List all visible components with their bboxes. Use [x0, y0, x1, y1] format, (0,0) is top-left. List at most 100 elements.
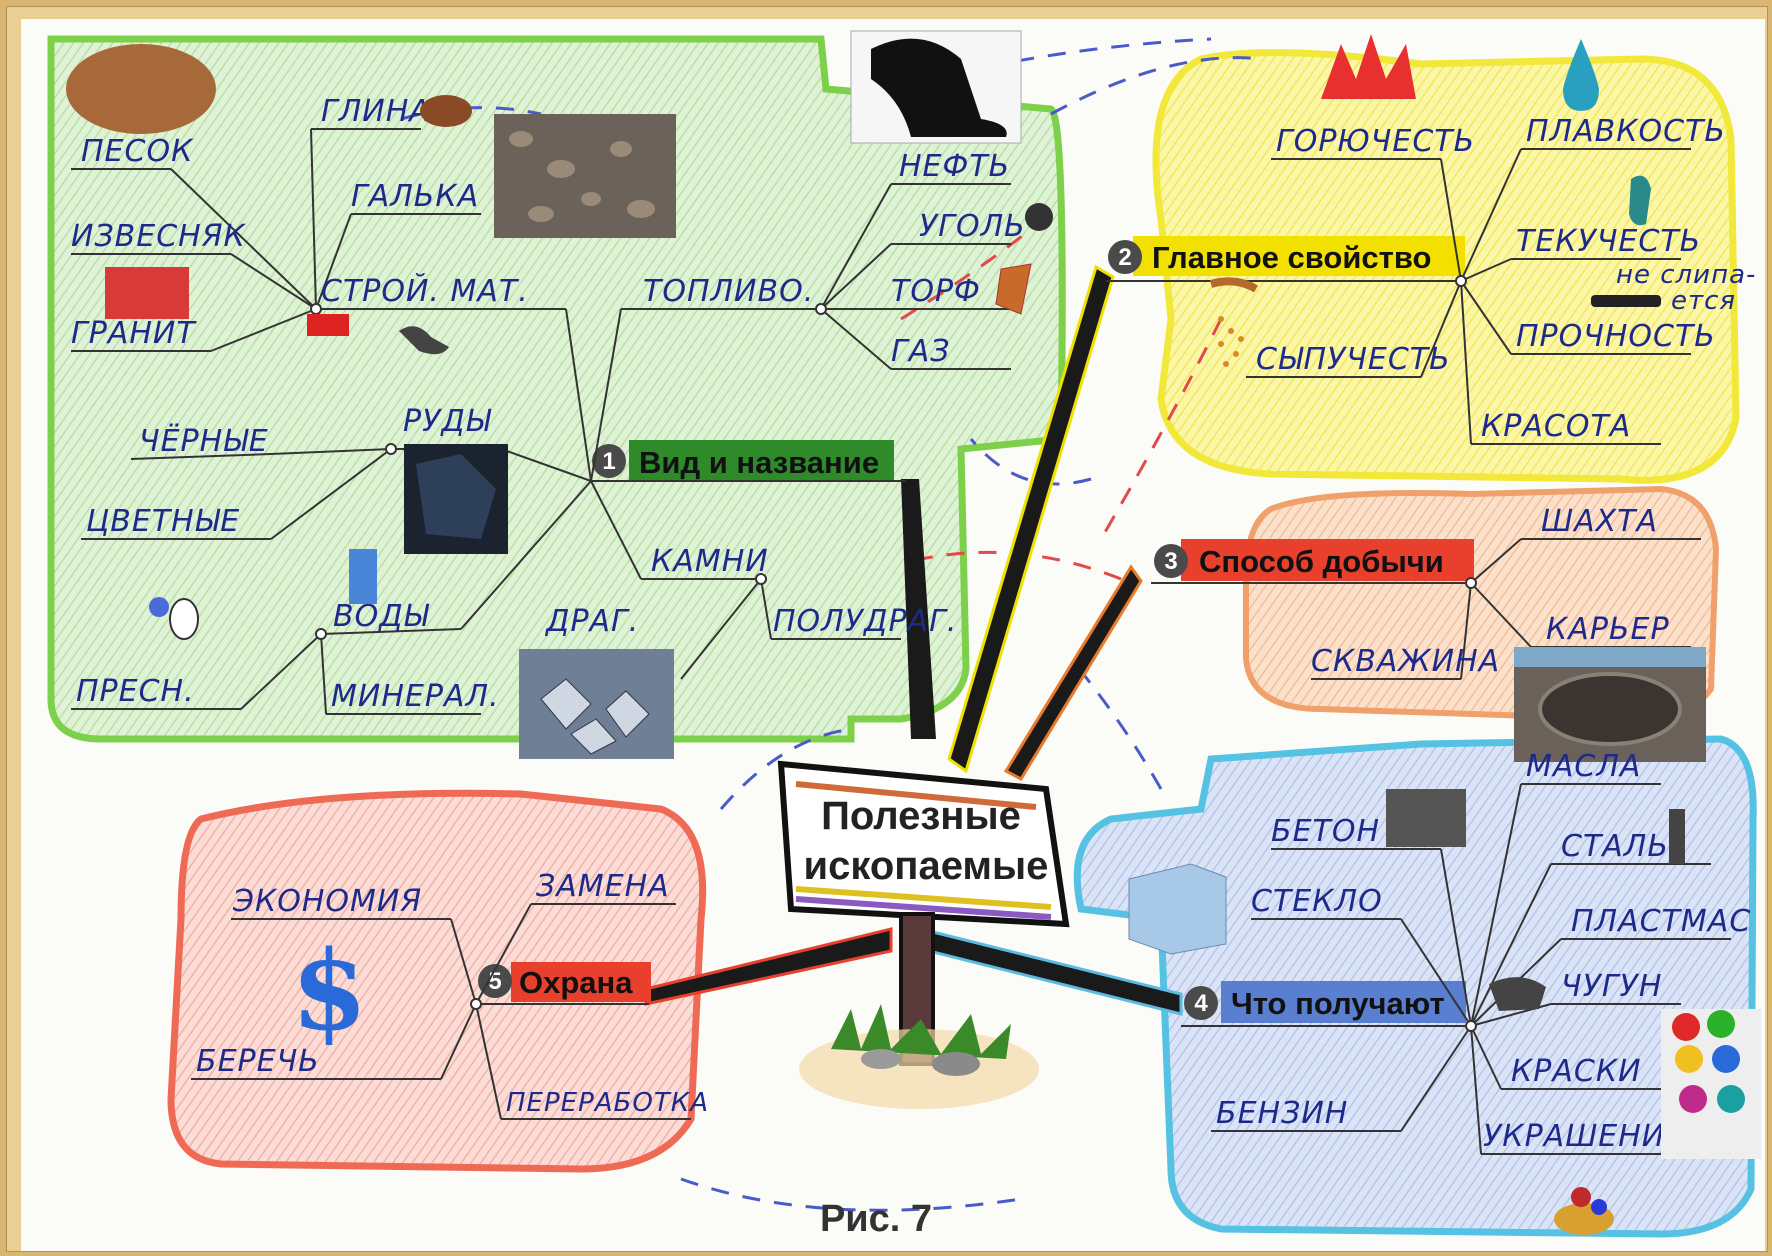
branch-4-label-bg [1221, 981, 1466, 1023]
coal-icon [1025, 203, 1053, 231]
gems-texture [540, 678, 650, 755]
limestone-image [105, 267, 189, 319]
shovel-icon [1209, 277, 1259, 293]
central-topic-line-1: Полезные [821, 794, 1021, 838]
branch-1-label: Вид и название [639, 445, 879, 480]
branch-2-label-bg [1133, 236, 1465, 276]
liquid-icon [1629, 175, 1651, 226]
node-dot [310, 303, 322, 315]
branch-1-number: 1 [602, 448, 615, 475]
word-sypuchest: СЫПУЧЕСТЬ [1256, 342, 1451, 377]
branch-5: 5 Охрана ЭКОНОМИЯ ЗАМЕНА БЕРЕЧЬ ПЕРЕРАБО… [191, 869, 709, 1120]
branch-4: 4 Что получают МАСЛА БЕТОН СТАЛЬ СТЕКЛО … [1128, 749, 1761, 1235]
word-stal: СТАЛЬ [1561, 829, 1669, 864]
branch-5-number: 5 [488, 968, 501, 995]
oil-barrel-icon [871, 38, 1007, 137]
water-icon [349, 549, 377, 604]
word-tekuchest: ТЕКУЧЕСТЬ [1516, 224, 1701, 259]
word-benzin: БЕНЗИН [1216, 1096, 1348, 1131]
ore-crystal [416, 454, 496, 539]
word-plavkost: ПЛАВКОСТЬ [1526, 114, 1726, 149]
branch-4-number: 4 [1194, 990, 1208, 1017]
branch-3: 3 Способ добычи ШАХТА КАРЬЕР СКВАЖИНА [1151, 504, 1706, 762]
mind-map: 1 Вид и название [47, 30, 1761, 1240]
word-presn: ПРЕСН. [76, 674, 195, 709]
sand-image [66, 44, 216, 134]
word-ugol: УГОЛЬ [919, 209, 1026, 244]
fire-icon [1321, 34, 1416, 99]
branch-5-label: Охрана [519, 965, 633, 1000]
branch-3-label-bg [1181, 539, 1474, 581]
region-red [167, 789, 707, 1173]
word-vody: ВОДЫ [333, 599, 430, 634]
node-dot [1465, 1020, 1477, 1032]
branch-2: 2 Главное свойство ГОРЮЧЕСТЬ ПЛАВКОСТЬ Т… [1106, 34, 1755, 445]
granite-swatch [307, 314, 349, 336]
branch-4-label: Что получают [1231, 986, 1445, 1021]
branch-2-lines [1106, 148, 1691, 445]
grass-icon [799, 1004, 1039, 1109]
branch-3-label: Способ добычи [1199, 544, 1444, 579]
word-kamni: КАМНИ [651, 544, 769, 579]
branch-1-label-bg [629, 440, 894, 482]
page-frame: 1 Вид и название [6, 6, 1768, 1252]
word-stroi-mat: СТРОЙ. МАТ. [321, 273, 529, 309]
cast-iron-pot-icon [1489, 977, 1546, 1011]
node-dot [470, 998, 482, 1010]
central-topic: Полезные ископаемые [777, 760, 1070, 1109]
word-toplivo: ТОПЛИВО. [643, 274, 814, 309]
node-dot [315, 628, 327, 640]
word-glina: ГЛИНА [321, 94, 431, 129]
node-dot [815, 303, 827, 315]
stone-icon [399, 326, 449, 355]
node-dot [1465, 577, 1477, 589]
branch-5-lines [191, 903, 691, 1120]
branch-wedge-3 [1003, 564, 1143, 781]
word-ne-slip-2: ется [1671, 286, 1736, 316]
quarry-pit [1538, 672, 1682, 746]
branch-wedge-1 [901, 479, 936, 739]
region-green [47, 35, 1066, 743]
branch-4-number-badge [1184, 986, 1218, 1020]
branch-wedge-2 [947, 264, 1115, 774]
word-pesok: ПЕСОК [81, 134, 194, 169]
word-granit: ГРАНИТ [71, 316, 197, 351]
word-plastmas: ПЛАСТМАС [1571, 904, 1751, 939]
word-zamena: ЗАМЕНА [536, 869, 670, 904]
word-karer: КАРЬЕР [1546, 612, 1670, 647]
word-prochnost: ПРОЧНОСТЬ [1516, 319, 1716, 354]
word-mineral: МИНЕРАЛ. [331, 679, 500, 714]
word-gaz: ГАЗ [891, 334, 950, 369]
node-dot [385, 443, 397, 455]
word-chugun: ЧУГУН [1561, 969, 1662, 1004]
word-krasota: КРАСОТА [1481, 409, 1631, 444]
figure-caption: Рис. 7 [820, 1198, 932, 1240]
concrete-image [1386, 789, 1466, 847]
word-chernye: ЧЁРНЫЕ [139, 423, 269, 459]
central-topic-line-2: ископаемые [804, 844, 1049, 888]
paint-cans-image [1661, 1009, 1761, 1159]
sand-dots-icon [1218, 316, 1244, 367]
branch-2-label: Главное свойство [1152, 240, 1431, 275]
word-skvazhina: СКВАЖИНА [1311, 644, 1500, 679]
drop-icon [1563, 39, 1599, 111]
word-goryuchest: ГОРЮЧЕСТЬ [1276, 124, 1475, 159]
word-beton: БЕТОН [1271, 814, 1380, 849]
word-steklo: СТЕКЛО [1251, 884, 1383, 919]
word-pererabotka: ПЕРЕРАБОТКА [506, 1088, 709, 1118]
signpost-stripes [795, 781, 1052, 920]
word-shakhta: ШАХТА [1541, 504, 1658, 539]
word-rudy: РУДЫ [403, 404, 492, 439]
jewelry-image [1554, 1187, 1614, 1235]
drawing-sheet: 1 Вид и название [21, 19, 1765, 1251]
word-torf: ТОРФ [891, 274, 981, 309]
branch-5-label-bg [511, 962, 651, 1002]
word-kraski: КРАСКИ [1511, 1054, 1642, 1089]
drop-face-icon [169, 598, 199, 640]
word-izvestnyak: ИЗВЕСНЯК [71, 219, 247, 254]
branch-3-number-badge [1154, 544, 1188, 578]
branch-2-number-badge [1108, 240, 1142, 274]
clay-image [420, 95, 472, 127]
word-ekonomiya: ЭКОНОМИЯ [232, 884, 422, 919]
word-neft: НЕФТЬ [899, 149, 1010, 184]
